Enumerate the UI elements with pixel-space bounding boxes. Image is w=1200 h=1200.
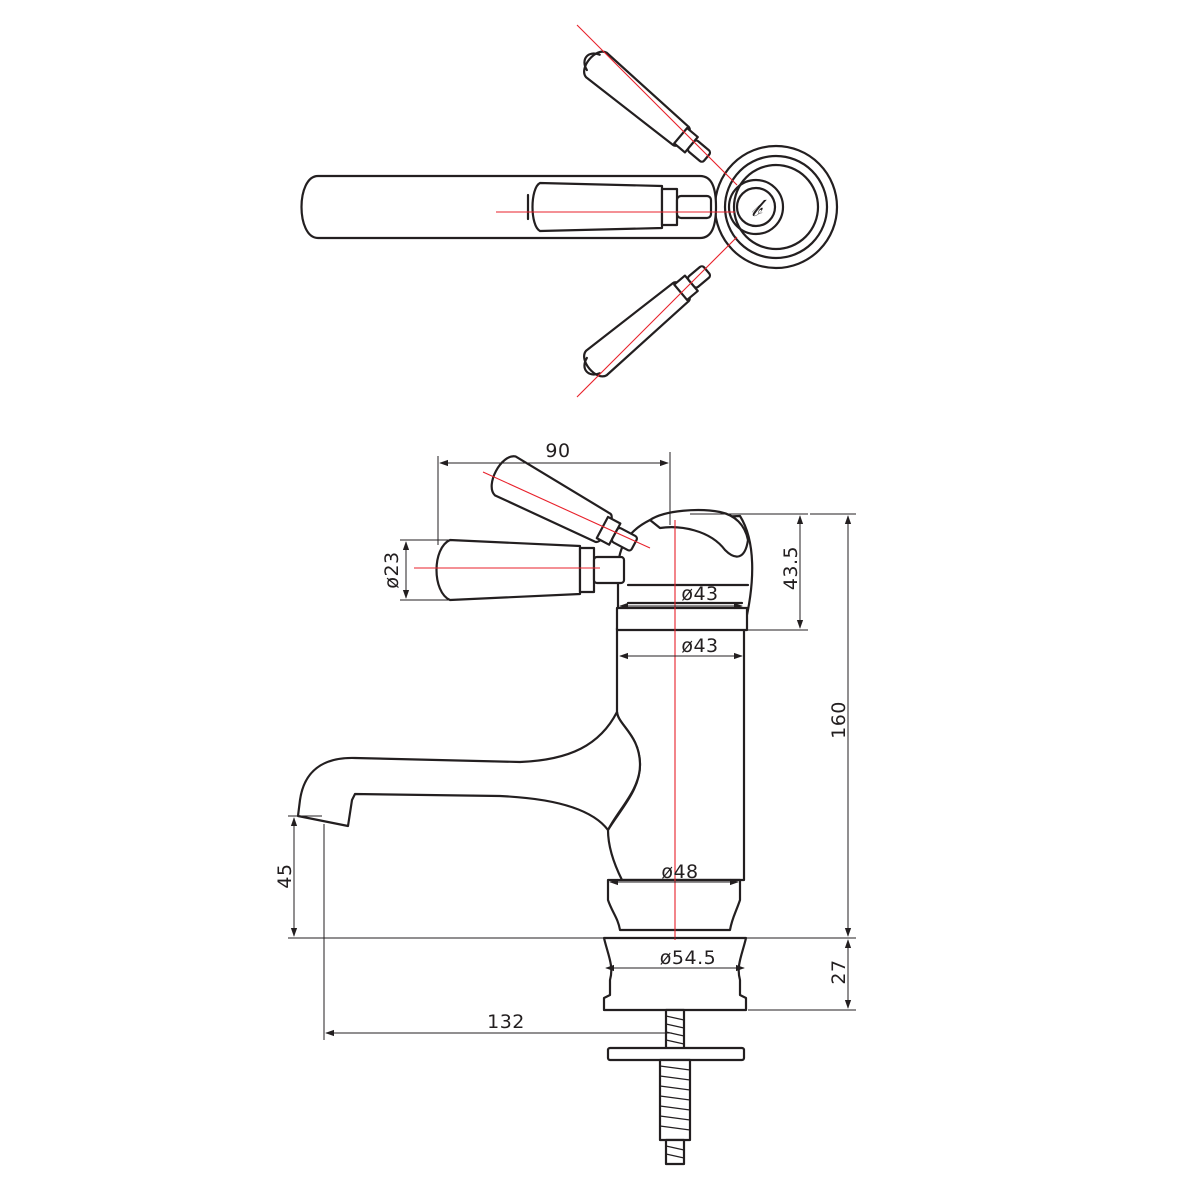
dim-base-height: 27 [748,939,856,1011]
faucet-base [602,936,748,1012]
dim-head-diameter: ø43 [619,583,743,610]
dimensions: 90 ø23 43.5 ø43 ø43 [274,440,856,1040]
top-view-centerlines [496,24,738,398]
top-view: 𝒷 [300,24,839,398]
top-view-rosette: 𝒷 [713,144,839,270]
dim-head-height-label: 43.5 [780,546,802,590]
dim-head-diameter-label: ø43 [681,583,718,605]
side-view [296,455,754,1166]
dim-overall-height-label: 160 [828,701,850,739]
faucet-collar [606,878,742,932]
top-view-upper-lever [583,50,712,163]
side-view-horizontal-lever [435,538,626,602]
dim-handle-span: 90 [437,440,671,545]
dim-handle-diameter: ø23 [381,539,450,601]
dim-spout-reach: 132 [323,824,672,1040]
faucet-shank [606,1008,746,1166]
dim-body-diameter: ø43 [619,635,743,660]
dim-spout-height: 45 [274,815,322,937]
faucet-spout [296,710,642,832]
logo-glyph: 𝒷 [751,194,767,222]
dim-overall-height: 160 [810,513,856,937]
top-view-lower-lever [583,265,712,378]
dim-body-diameter-label: ø43 [681,635,718,657]
dim-base-diameter: ø54.5 [605,947,745,972]
dim-collar-diameter-label: ø48 [661,861,698,883]
dim-spout-reach-label: 132 [487,1011,525,1033]
dim-base-height-label: 27 [828,959,850,984]
dim-handle-diameter-label: ø23 [381,551,403,588]
dim-collar-diameter: ø48 [609,861,739,886]
dim-handle-span-label: 90 [545,440,570,462]
side-view-centerlines [414,471,676,940]
dim-head-height: 43.5 [690,513,808,631]
faucet-head [615,508,754,632]
dim-base-diameter-label: ø54.5 [660,947,716,969]
dim-spout-height-label: 45 [274,863,296,888]
